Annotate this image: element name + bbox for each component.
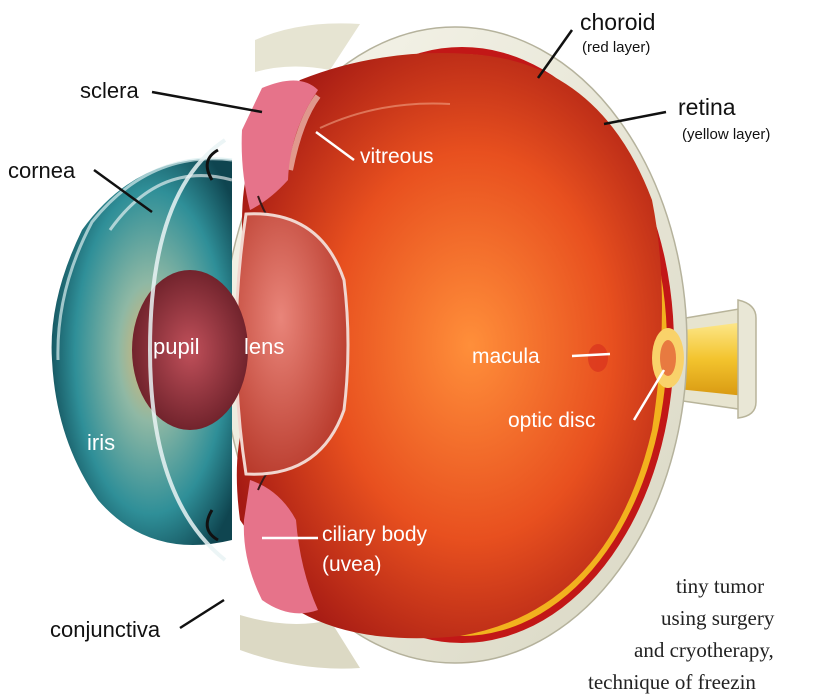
label-conjunctiva: conjunctiva [50, 619, 160, 641]
label-ciliary-body: ciliary body [322, 524, 427, 545]
label-choroid-note: (red layer) [582, 40, 650, 55]
label-retina-note: (yellow layer) [682, 127, 770, 142]
caption-line-3: and cryotherapy, [634, 640, 774, 661]
macula-spot [588, 344, 608, 372]
label-lens: lens [244, 336, 284, 358]
label-optic-disc: optic disc [508, 410, 596, 431]
optic-disc [652, 328, 684, 388]
caption-line-4: technique of freezin [588, 672, 756, 693]
label-retina: retina [678, 96, 736, 119]
label-vitreous: vitreous [360, 146, 434, 167]
label-cornea: cornea [8, 160, 75, 182]
label-iris: iris [87, 432, 115, 454]
label-sclera: sclera [80, 80, 139, 102]
caption-line-1: tiny tumor [676, 576, 764, 597]
label-ciliary-body-note: (uvea) [322, 554, 382, 575]
label-choroid: choroid [580, 11, 655, 34]
label-pupil: pupil [153, 336, 199, 358]
label-macula: macula [472, 346, 540, 367]
caption-line-2: using surgery [661, 608, 774, 629]
